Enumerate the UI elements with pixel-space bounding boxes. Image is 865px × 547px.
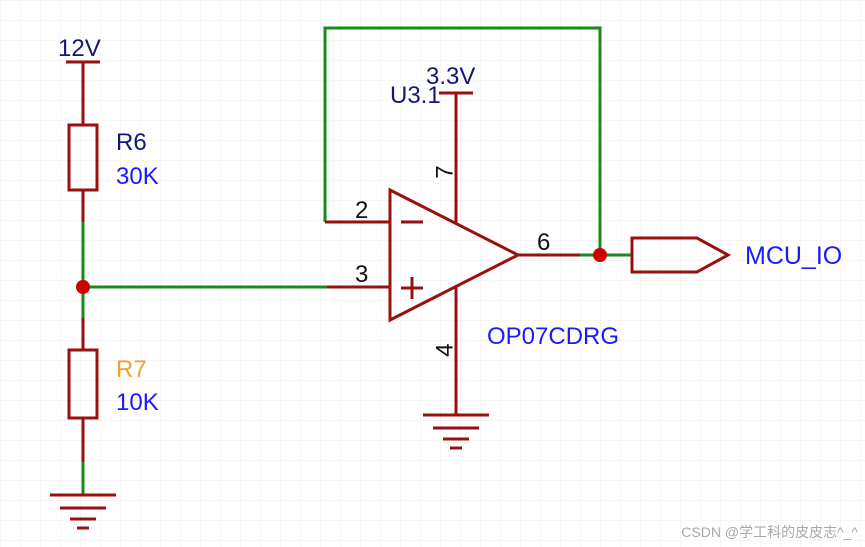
label-r6-ref: R6	[116, 129, 147, 156]
watermark: CSDN @学工科的皮皮志^_^	[681, 524, 858, 540]
junction-divider	[76, 280, 90, 294]
label-r7-value: 10K	[116, 389, 159, 416]
label-pin-4: 4	[431, 343, 458, 356]
label-3v3: 3.3V	[426, 63, 475, 90]
components	[50, 60, 732, 530]
label-r7-ref: R7	[116, 356, 147, 383]
label-12v: 12V	[58, 35, 101, 62]
label-mcu-io: MCU_IO	[745, 242, 842, 270]
label-opamp-ref: U3.1	[390, 82, 441, 109]
opamp-body	[388, 187, 522, 323]
opamp-symbols	[401, 220, 423, 299]
port-mcu-io	[630, 236, 732, 274]
wire-feedback	[323, 26, 602, 255]
label-opamp-part: OP07CDRG	[487, 323, 619, 350]
label-pin-3: 3	[355, 261, 368, 288]
label-pin-2: 2	[355, 197, 368, 224]
label-r6-value: 30K	[116, 163, 159, 190]
label-pin-7: 7	[431, 165, 458, 178]
junction-output	[593, 248, 607, 262]
label-pin-6: 6	[537, 229, 550, 256]
